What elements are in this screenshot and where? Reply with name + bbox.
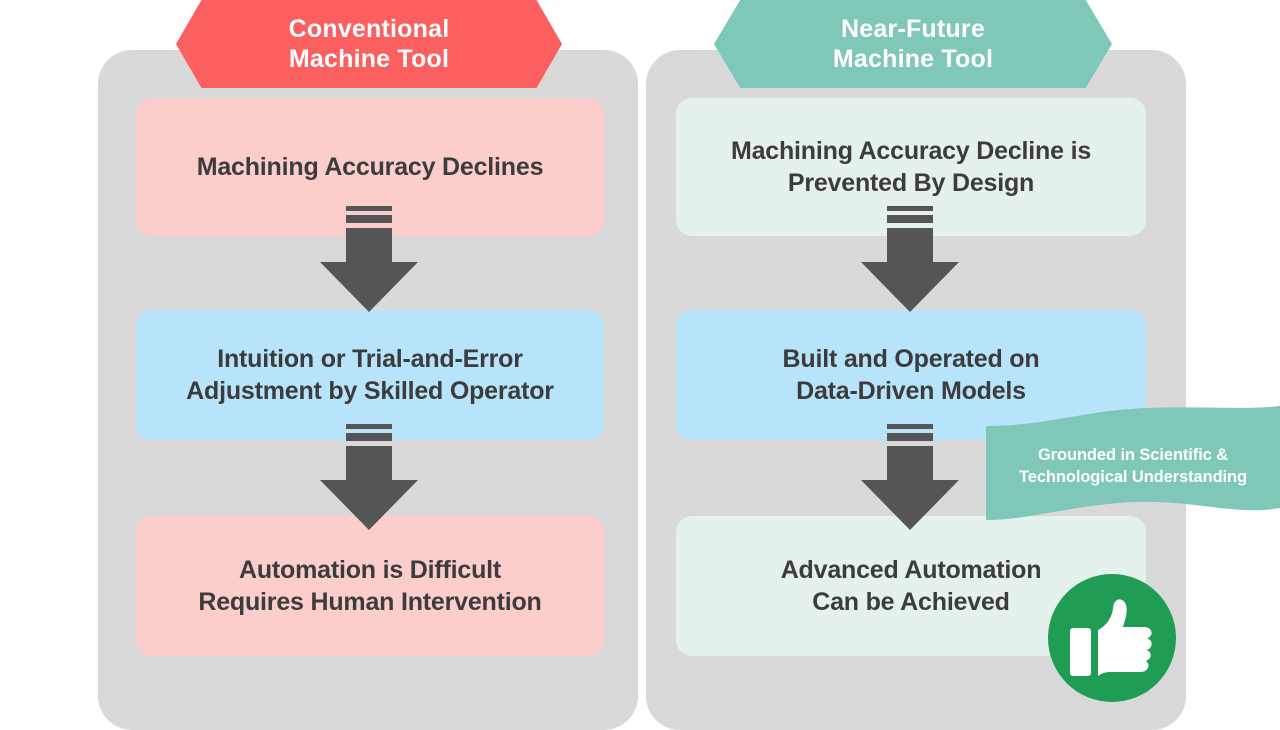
header-near-future: Near-Future Machine Tool (714, 0, 1112, 88)
arrow-down-icon (313, 206, 425, 314)
thumbs-up-badge (1048, 574, 1176, 702)
thumbs-up-icon (1070, 599, 1152, 676)
step-conventional-1-line1: Machining Accuracy Declines (196, 152, 544, 181)
arrow-down-icon (313, 424, 425, 532)
header-conventional: Conventional Machine Tool (176, 0, 562, 88)
step-conventional-2-text: Intuition or Trial-and-Error Adjustment … (186, 343, 554, 408)
step-near-future-2-line1: Built and Operated on (782, 344, 1040, 373)
step-conventional-2: Intuition or Trial-and-Error Adjustment … (136, 310, 604, 440)
header-near-future-line1: Near-Future (841, 14, 985, 43)
arrow-down-icon (854, 206, 966, 314)
ribbon-line1: Grounded in Scientific & (1037, 446, 1229, 464)
step-near-future-2-line2: Data-Driven Models (796, 377, 1026, 405)
infographic-canvas: Conventional Machine Tool Near-Future Ma… (98, 0, 1280, 730)
ribbon-callout: Grounded in Scientific & Technological U… (986, 404, 1280, 532)
step-conventional-3-text: Automation is Difficult Requires Human I… (198, 554, 541, 619)
step-conventional-3-line2: Requires Human Intervention (198, 588, 542, 616)
step-conventional-3-line1: Automation is Difficult (238, 555, 502, 584)
step-near-future-1: Machining Accuracy Decline is Prevented … (676, 98, 1146, 236)
header-conventional-line2: Machine Tool (288, 45, 450, 73)
step-conventional-2-line2: Adjustment by Skilled Operator (186, 377, 554, 405)
step-conventional-2-line1: Intuition or Trial-and-Error (217, 344, 523, 373)
step-near-future-1-line2: Prevented By Design (787, 169, 1035, 197)
header-near-future-line2: Machine Tool (832, 45, 994, 73)
step-near-future-3-text: Advanced Automation Can be Achieved (781, 554, 1042, 619)
arrow-down-icon (854, 424, 966, 532)
step-near-future-3-line2: Can be Achieved (812, 588, 1010, 616)
step-near-future-1-text: Machining Accuracy Decline is Prevented … (731, 135, 1091, 200)
header-near-future-text: Near-Future Machine Tool (833, 14, 993, 75)
step-near-future-2: Built and Operated on Data-Driven Models (676, 310, 1146, 440)
step-conventional-3: Automation is Difficult Requires Human I… (136, 516, 604, 656)
ribbon-text: Grounded in Scientific & Technological U… (986, 444, 1280, 488)
ribbon-line2: Technological Understanding (1018, 468, 1247, 487)
step-near-future-3-line1: Advanced Automation (780, 555, 1042, 584)
step-near-future-2-text: Built and Operated on Data-Driven Models (783, 343, 1040, 408)
step-near-future-1-line1: Machining Accuracy Decline is (730, 136, 1092, 165)
header-conventional-line1: Conventional (288, 14, 450, 43)
step-conventional-1-text: Machining Accuracy Declines (197, 151, 544, 184)
step-conventional-1: Machining Accuracy Declines (136, 98, 604, 236)
header-conventional-text: Conventional Machine Tool (289, 14, 450, 75)
